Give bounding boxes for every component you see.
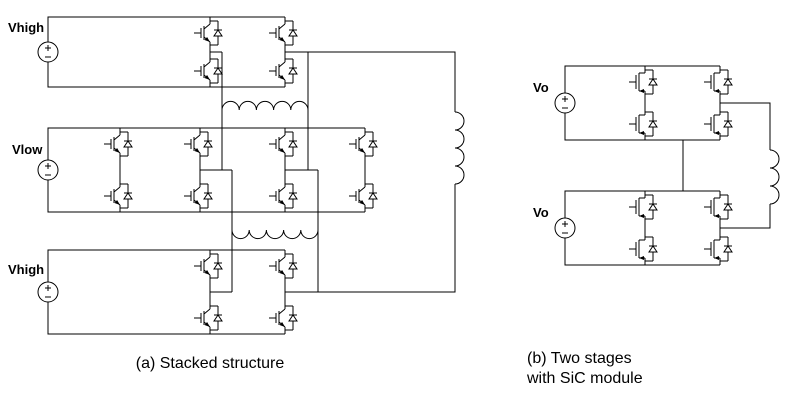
- igbt-icon: [103, 179, 133, 213]
- sic-link-wiring: [682, 102, 780, 229]
- igbt-icon: [193, 249, 223, 283]
- mosfet-icon: [703, 190, 733, 224]
- mosfet-icon: [628, 232, 658, 266]
- mosfet-icon: [628, 190, 658, 224]
- sic-stage-top: Vo: [533, 65, 733, 141]
- label-vlow: Vlow: [12, 142, 43, 157]
- igbt-icon: [193, 54, 223, 88]
- caption-two-stages-line1: (b) Two stages: [527, 350, 632, 367]
- label-vhigh-top: Vhigh: [8, 20, 44, 35]
- igbt-icon: [103, 127, 133, 161]
- voltage-source-icon: [37, 159, 59, 181]
- igbt-icon: [268, 179, 298, 213]
- transformer-winding-bottom: [231, 229, 319, 240]
- voltage-source-icon: [554, 92, 576, 114]
- mosfet-icon: [703, 107, 733, 141]
- igbt-icon: [268, 16, 298, 50]
- sic-stage-bottom: Vo: [533, 190, 733, 266]
- caption-stacked-structure: (a) Stacked structure: [136, 355, 285, 372]
- voltage-source-icon: [37, 41, 59, 63]
- mosfet-icon: [703, 232, 733, 266]
- igbt-icon: [193, 16, 223, 50]
- igbt-icon: [268, 127, 298, 161]
- middle-low-voltage-bridge: Vlow: [12, 127, 378, 213]
- igbt-icon: [268, 249, 298, 283]
- caption-two-stages-line2: with SiC module: [526, 370, 643, 387]
- igbt-icon: [183, 179, 213, 213]
- transformer-and-link-wiring: [221, 51, 465, 293]
- label-vo-bottom: Vo: [533, 205, 549, 220]
- mosfet-icon: [703, 65, 733, 99]
- igbt-icon: [268, 301, 298, 335]
- mosfet-icon: [628, 65, 658, 99]
- igbt-icon: [193, 301, 223, 335]
- transformer-winding-top: [221, 100, 309, 111]
- igbt-icon: [348, 127, 378, 161]
- label-vo-top: Vo: [533, 80, 549, 95]
- voltage-source-icon: [37, 281, 59, 303]
- bottom-high-voltage-bridge: Vhigh: [8, 249, 298, 335]
- output-inductor-icon: [769, 149, 780, 205]
- igbt-icon: [183, 127, 213, 161]
- label-vhigh-bottom: Vhigh: [8, 262, 44, 277]
- igbt-icon: [268, 54, 298, 88]
- top-high-voltage-bridge: Vhigh: [8, 16, 308, 88]
- series-inductor-icon: [454, 111, 465, 185]
- mosfet-icon: [628, 107, 658, 141]
- igbt-icon: [348, 179, 378, 213]
- voltage-source-icon: [554, 217, 576, 239]
